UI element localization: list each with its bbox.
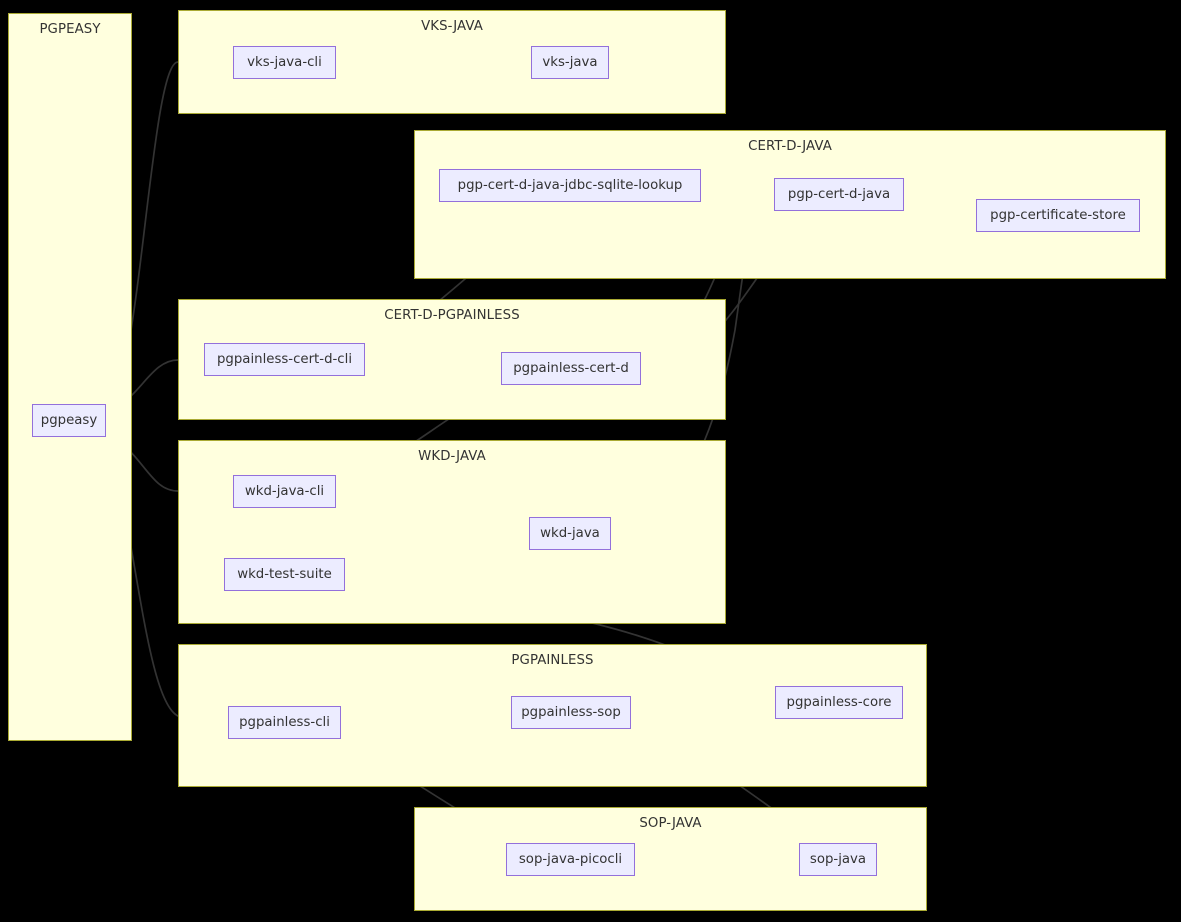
cluster-label-cert-d-java: CERT-D-JAVA bbox=[748, 139, 832, 154]
node-pgpainless-sop[interactable]: pgpainless-sop bbox=[511, 696, 631, 729]
node-label-pgpainless-sop: pgpainless-sop bbox=[521, 704, 621, 720]
node-pgp-cert-d-java[interactable]: pgp-cert-d-java bbox=[774, 178, 904, 211]
node-label-wkd-test-suite: wkd-test-suite bbox=[237, 566, 332, 582]
node-pgpainless-cli[interactable]: pgpainless-cli bbox=[228, 706, 341, 739]
node-pgpainless-core[interactable]: pgpainless-core bbox=[775, 686, 903, 719]
node-wkd-java[interactable]: wkd-java bbox=[529, 517, 611, 550]
cluster-label-sop-java: SOP-JAVA bbox=[639, 816, 702, 831]
node-label-pgp-cert-d-java-jdbc-sqlite-lookup: pgp-cert-d-java-jdbc-sqlite-lookup bbox=[457, 177, 683, 193]
node-vks-java-cli[interactable]: vks-java-cli bbox=[233, 46, 336, 79]
cluster-label-wkd-java: WKD-JAVA bbox=[418, 449, 486, 464]
cluster-wkd-java: WKD-JAVA bbox=[178, 440, 726, 624]
cluster-label-cert-d-pgpainless: CERT-D-PGPAINLESS bbox=[384, 308, 520, 323]
node-label-pgpainless-cli: pgpainless-cli bbox=[239, 714, 330, 730]
cluster-label-pgpeasy: PGPEASY bbox=[39, 22, 101, 37]
node-label-pgpainless-core: pgpainless-core bbox=[786, 694, 892, 710]
node-pgp-certificate-store[interactable]: pgp-certificate-store bbox=[976, 199, 1140, 232]
node-label-sop-java-picocli: sop-java-picocli bbox=[518, 851, 623, 867]
cluster-label-pgpainless: PGPAINLESS bbox=[511, 653, 594, 668]
node-label-pgpainless-cert-d-cli: pgpainless-cert-d-cli bbox=[216, 351, 353, 367]
node-wkd-java-cli[interactable]: wkd-java-cli bbox=[233, 475, 336, 508]
cluster-pgpeasy: PGPEASY bbox=[8, 13, 132, 741]
node-label-sop-java: sop-java bbox=[809, 851, 867, 867]
node-pgpeasy[interactable]: pgpeasy bbox=[32, 404, 106, 437]
node-label-pgp-cert-d-java: pgp-cert-d-java bbox=[787, 186, 891, 202]
node-pgp-cert-d-java-jdbc-sqlite-lookup[interactable]: pgp-cert-d-java-jdbc-sqlite-lookup bbox=[439, 169, 701, 202]
node-label-wkd-java: wkd-java bbox=[540, 525, 600, 541]
node-wkd-test-suite[interactable]: wkd-test-suite bbox=[224, 558, 345, 591]
node-sop-java[interactable]: sop-java bbox=[799, 843, 877, 876]
node-label-pgpeasy: pgpeasy bbox=[40, 412, 98, 428]
node-label-vks-java: vks-java bbox=[542, 54, 598, 70]
node-sop-java-picocli[interactable]: sop-java-picocli bbox=[506, 843, 635, 876]
node-pgpainless-cert-d[interactable]: pgpainless-cert-d bbox=[501, 352, 641, 385]
node-label-vks-java-cli: vks-java-cli bbox=[247, 54, 322, 70]
node-label-pgp-certificate-store: pgp-certificate-store bbox=[990, 207, 1126, 223]
cluster-label-vks-java: VKS-JAVA bbox=[421, 19, 483, 34]
node-vks-java[interactable]: vks-java bbox=[531, 46, 609, 79]
node-label-wkd-java-cli: wkd-java-cli bbox=[244, 483, 325, 499]
node-label-pgpainless-cert-d: pgpainless-cert-d bbox=[513, 360, 629, 376]
node-pgpainless-cert-d-cli[interactable]: pgpainless-cert-d-cli bbox=[204, 343, 365, 376]
